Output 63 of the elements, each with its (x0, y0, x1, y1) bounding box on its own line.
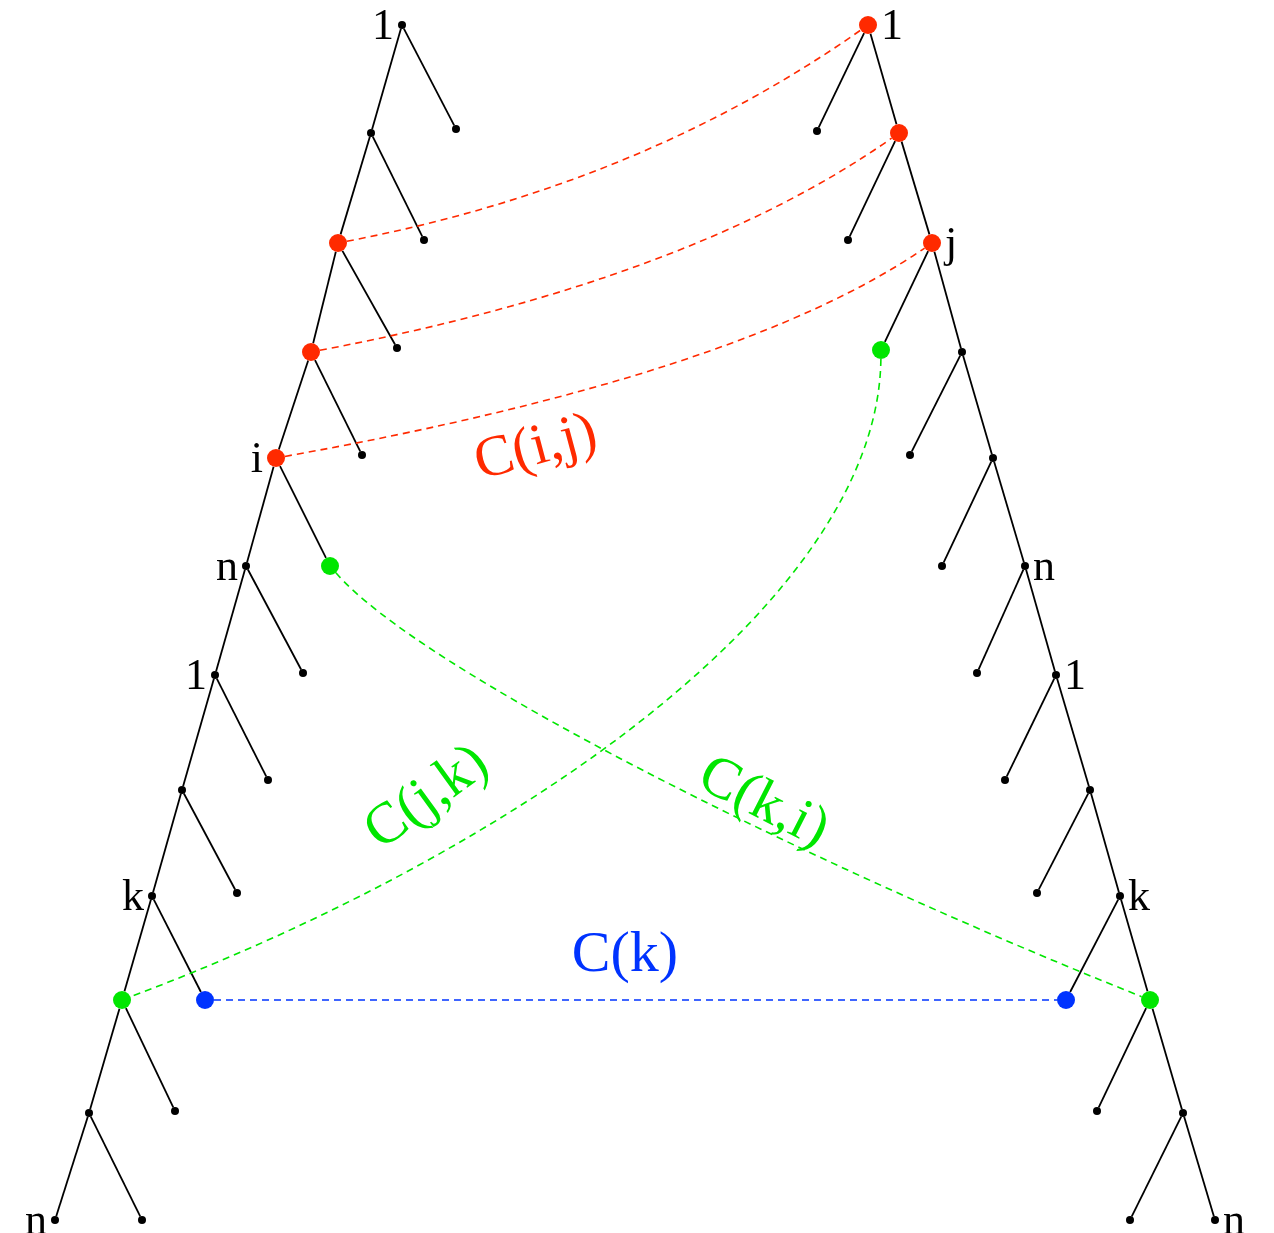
tree-branch (1130, 1115, 1183, 1218)
edge-label: C(k,i) (690, 743, 840, 857)
tree-branch (1120, 898, 1149, 993)
node-label: k (122, 874, 144, 918)
tree-branch (910, 354, 962, 453)
tree-branch (1097, 1007, 1147, 1109)
tree-branch (962, 354, 993, 456)
tree-branch (341, 249, 396, 346)
tree-branch (1056, 677, 1090, 788)
tree-branch (182, 677, 215, 788)
tree-branch (817, 32, 865, 129)
tree-branch (339, 135, 371, 236)
tree-branch (124, 1007, 175, 1109)
tree-branch (215, 677, 268, 778)
tree-branch (277, 359, 310, 451)
edge-label: C(k) (571, 923, 679, 981)
tree-branch (279, 465, 327, 559)
tree-branch (246, 465, 275, 564)
tree-branch (848, 140, 897, 238)
tree-branch (1151, 1007, 1183, 1111)
tree-branch (215, 568, 246, 673)
node-label: k (1128, 874, 1150, 918)
tree-branch (55, 1115, 89, 1218)
tree-branch (869, 32, 898, 126)
tree-branch (1183, 1115, 1215, 1218)
tree-branch (402, 27, 456, 127)
node-label: 1 (881, 3, 903, 47)
tree-branch (933, 250, 962, 350)
tree-branch (993, 460, 1025, 564)
tree-branch (89, 1115, 142, 1218)
tree-branch (152, 898, 202, 993)
node-label: n (1033, 544, 1055, 588)
tree-branch (152, 792, 182, 894)
tree-branch (1069, 898, 1120, 993)
tree-branch (883, 250, 930, 343)
tree-branch (1005, 677, 1056, 778)
node-label: j (945, 221, 958, 265)
tree-branch (247, 568, 302, 671)
tree-branch (900, 140, 931, 236)
dashed-connector (346, 29, 862, 243)
tree-branch (314, 359, 362, 453)
tree-branch (1025, 568, 1056, 673)
dashed-connector (319, 137, 893, 352)
node-label: n (216, 544, 238, 588)
node-label: i (250, 436, 263, 480)
edge-label: C(i,j) (467, 400, 603, 490)
tree-branch (1037, 792, 1090, 891)
tree-branch (312, 250, 337, 345)
node-label: 1 (185, 653, 207, 697)
tree-branch (942, 460, 993, 564)
node-label: 1 (1064, 653, 1086, 697)
dashed-connector (213, 999, 1058, 1001)
dashed-connector (284, 247, 926, 458)
tree-branch (977, 568, 1025, 671)
tree-branch (183, 792, 236, 891)
edge-label: C(j,k) (352, 731, 498, 859)
dashed-connector (335, 572, 1143, 998)
tree-branch (1090, 792, 1120, 894)
tree-branch (123, 898, 152, 993)
tree-branch (371, 27, 402, 131)
node-label: 1 (372, 3, 394, 47)
tree-branch (89, 1007, 121, 1111)
tree-branch (371, 135, 424, 238)
